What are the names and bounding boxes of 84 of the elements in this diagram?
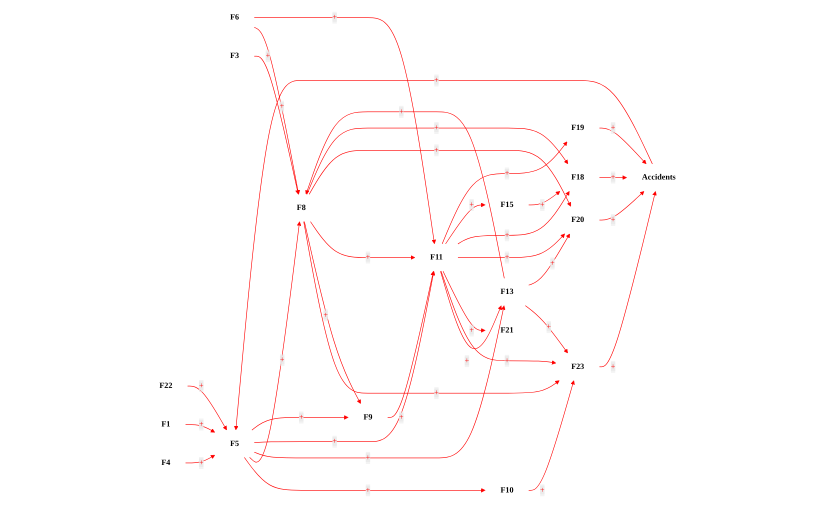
edge-label: + (469, 326, 474, 334)
edge-label: + (280, 356, 284, 364)
arrow (185, 454, 216, 464)
arrow (304, 221, 361, 404)
arrow (254, 26, 300, 194)
arrow (458, 191, 570, 244)
edge-label: + (198, 382, 204, 390)
arrow (254, 271, 436, 443)
edge-label: + (546, 322, 552, 332)
arrow (254, 305, 506, 458)
node-text: F9 (363, 412, 372, 422)
node-text: F20 (571, 216, 584, 224)
node-text: F8 (296, 203, 306, 212)
arrow (528, 234, 570, 286)
edge-label: + (434, 146, 439, 154)
arrow (303, 221, 560, 394)
edge-label: + (298, 412, 304, 422)
node-text: F22 (159, 382, 172, 390)
arrow (310, 221, 416, 260)
arrow (442, 141, 568, 244)
edge-label: + (469, 200, 474, 209)
edge-label: + (504, 252, 510, 262)
node-text: Accidents (642, 173, 676, 182)
arrow (185, 424, 216, 433)
node-text: F21 (500, 326, 514, 334)
arrow (599, 191, 657, 368)
arrow (525, 305, 568, 354)
edge-label: + (434, 123, 439, 132)
edge-label: + (198, 458, 204, 468)
edge-label: + (540, 200, 545, 209)
node-text: F10 (500, 486, 514, 494)
node-text: F3 (230, 52, 240, 60)
edge-label: + (366, 486, 370, 494)
edge-label: + (366, 252, 370, 262)
node-text: F5 (230, 439, 240, 448)
edge-label: + (504, 230, 510, 240)
arrow (458, 234, 566, 258)
edge-label: + (610, 123, 616, 132)
arrow (306, 128, 568, 195)
arrow (599, 128, 646, 164)
edge-label: + (610, 216, 616, 224)
node-text: F19 (571, 123, 584, 132)
arrow (305, 112, 505, 279)
arrow (442, 270, 486, 333)
arrow (387, 271, 435, 418)
arrow (308, 150, 571, 207)
edge-label: + (610, 362, 616, 371)
arrow (528, 191, 560, 206)
edge-label: + (280, 102, 284, 111)
edge-label: + (266, 52, 270, 60)
arrow (252, 415, 348, 430)
arrow (234, 80, 653, 430)
arrow (254, 56, 300, 194)
node-text: F6 (230, 13, 240, 22)
edge-label: + (198, 420, 204, 429)
arrow (440, 270, 502, 349)
arrow (599, 175, 627, 180)
edge-label: + (464, 356, 470, 366)
node-text: F13 (500, 287, 514, 296)
node-text: F18 (571, 173, 584, 182)
node-text: F11 (430, 252, 443, 262)
node-text: F15 (500, 200, 514, 209)
edge-label: + (399, 412, 404, 422)
edge-label: + (504, 356, 510, 365)
node-text: F4 (161, 458, 170, 468)
edge-label: + (540, 486, 545, 494)
arrow (249, 221, 302, 462)
edge-label: + (399, 107, 404, 116)
edge-label: + (323, 310, 328, 320)
edge-label: + (610, 173, 616, 182)
edge-label: + (332, 437, 337, 446)
edge-label: + (434, 76, 439, 84)
edge-label: + (434, 388, 439, 398)
edge-label: + (366, 453, 370, 462)
arrow (528, 380, 575, 491)
arrow (445, 202, 486, 244)
arrow (244, 457, 486, 493)
node-text: F1 (161, 420, 170, 429)
node-text: F23 (571, 362, 584, 371)
edge-label: + (504, 168, 510, 178)
arrow (599, 191, 644, 220)
arrow (254, 17, 436, 244)
edge-label: + (550, 258, 555, 268)
edge-label: + (332, 13, 337, 22)
